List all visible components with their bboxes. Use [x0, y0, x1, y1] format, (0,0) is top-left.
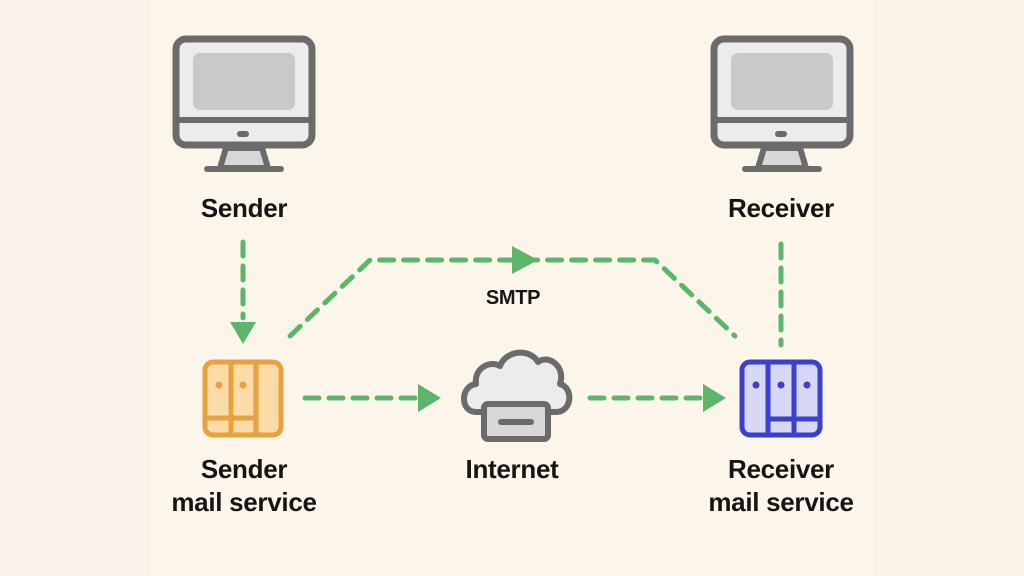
receiver-mail-service-label-line2: mail service	[708, 487, 854, 517]
receiver-computer-icon	[710, 35, 854, 172]
receiver-label: Receiver	[727, 193, 835, 223]
receiver-mail-service-label-line1: Receiver	[727, 454, 835, 484]
sender-mail-server-icon	[202, 359, 284, 438]
sender-computer-icon	[172, 35, 316, 172]
internet-cloud-icon	[461, 349, 573, 442]
sender-mail-service-label-line2: mail service	[171, 487, 317, 517]
arrow-right-icon	[703, 384, 726, 412]
arrow-right-icon	[512, 246, 538, 274]
background-band-left	[0, 0, 150, 576]
sender-label: Sender	[200, 193, 288, 223]
background-band-right	[874, 0, 1024, 576]
internet-label: Internet	[465, 454, 559, 484]
receiver-mail-server-icon	[739, 359, 823, 438]
sender-mail-service-label-line1: Sender	[200, 454, 288, 484]
smtp-label: SMTP	[485, 287, 541, 309]
arrow-right-icon	[418, 384, 441, 412]
arrow-down-icon	[230, 322, 256, 344]
